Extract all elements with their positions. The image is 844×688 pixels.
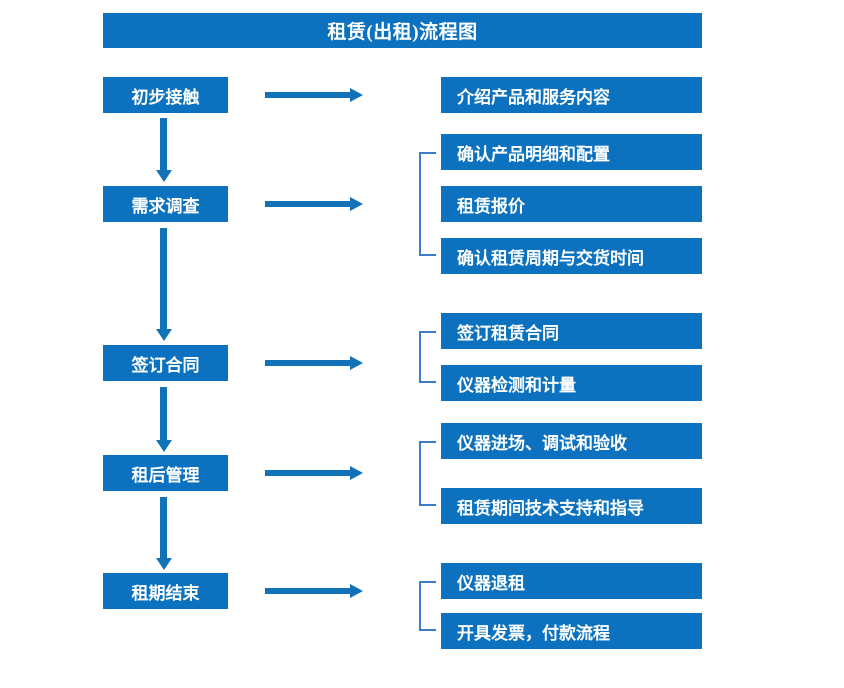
- page-title: 租赁(出租)流程图: [103, 13, 702, 48]
- group-bracket-stage-4: [419, 441, 436, 506]
- vertical-arrow-1-to-2: [160, 118, 167, 171]
- vertical-arrow-3-to-4: [160, 387, 167, 441]
- vertical-arrow-2-to-3: [160, 228, 167, 330]
- horizontal-arrow-stage-5: [265, 588, 351, 594]
- group-bracket-stage-2: [419, 152, 436, 256]
- horizontal-arrow-stage-3: [265, 360, 351, 366]
- detail-box-3[interactable]: 租赁报价: [441, 186, 702, 222]
- stage-box-1[interactable]: 初步接触: [103, 77, 228, 113]
- stage-box-4[interactable]: 租后管理: [103, 455, 228, 491]
- detail-box-6[interactable]: 仪器检测和计量: [441, 365, 702, 401]
- stage-box-5[interactable]: 租期结束: [103, 573, 228, 609]
- horizontal-arrow-stage-4: [265, 470, 351, 476]
- detail-box-10[interactable]: 开具发票，付款流程: [441, 613, 702, 649]
- horizontal-arrow-stage-1: [265, 92, 351, 98]
- detail-box-9[interactable]: 仪器退租: [441, 563, 702, 599]
- detail-box-5[interactable]: 签订租赁合同: [441, 313, 702, 349]
- stage-box-3[interactable]: 签订合同: [103, 345, 228, 381]
- group-bracket-stage-3: [419, 331, 436, 383]
- horizontal-arrow-stage-2: [265, 201, 351, 207]
- detail-box-4[interactable]: 确认租赁周期与交货时间: [441, 238, 702, 274]
- detail-box-8[interactable]: 租赁期间技术支持和指导: [441, 488, 702, 524]
- detail-box-7[interactable]: 仪器进场、调试和验收: [441, 423, 702, 459]
- group-bracket-stage-5: [419, 581, 436, 631]
- stage-box-2[interactable]: 需求调查: [103, 186, 228, 222]
- vertical-arrow-4-to-5: [160, 497, 167, 559]
- detail-box-2[interactable]: 确认产品明细和配置: [441, 134, 702, 170]
- detail-box-1[interactable]: 介绍产品和服务内容: [441, 77, 702, 113]
